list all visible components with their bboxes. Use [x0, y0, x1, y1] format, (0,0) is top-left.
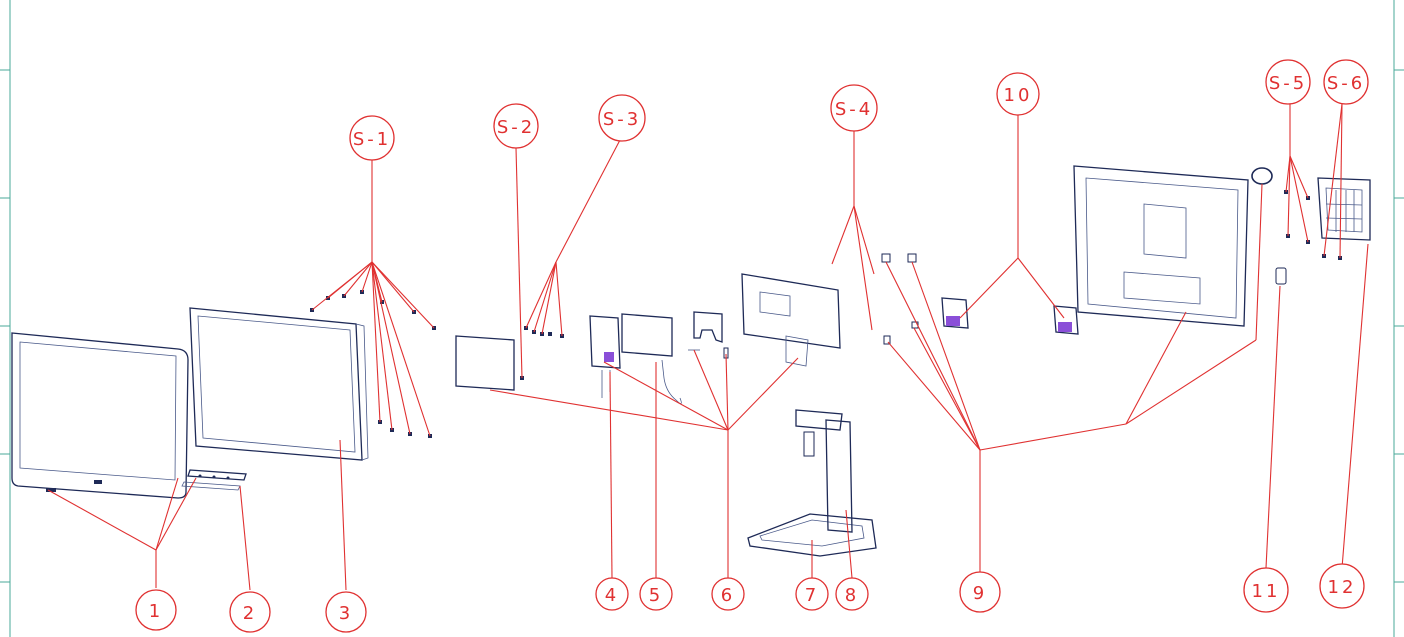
callout-s-6: S-6: [1323, 59, 1369, 105]
svg-text:S-6: S-6: [1327, 73, 1365, 94]
stand-part: [747, 409, 877, 557]
main-board-part: [621, 313, 682, 404]
s3-screws: [532, 330, 564, 338]
vesa-cover-part: [1317, 177, 1371, 241]
svg-text:8: 8: [845, 585, 859, 606]
callout-11: 11: [1243, 567, 1289, 613]
cable-clip-part: [1275, 267, 1287, 285]
callout-7: 7: [795, 577, 829, 611]
svg-text:2: 2: [243, 603, 257, 624]
svg-text:9: 9: [973, 583, 987, 604]
svg-text:11: 11: [1252, 581, 1281, 602]
interface-board-part: [589, 315, 621, 398]
leader-lines: [47, 103, 1369, 591]
svg-text:S-3: S-3: [603, 109, 641, 130]
svg-text:5: 5: [649, 585, 663, 606]
callout-s-4: S-4: [830, 84, 878, 132]
shield-plate-part: [455, 326, 528, 391]
small-brackets-part: [881, 253, 919, 345]
svg-text:3: 3: [339, 603, 353, 624]
svg-text:S-1: S-1: [353, 129, 391, 150]
svg-text:4: 4: [605, 585, 619, 606]
callout-2: 2: [229, 591, 271, 633]
lcd-panel-part: [189, 307, 369, 461]
callout-3: 3: [325, 591, 367, 633]
svg-text:7: 7: [805, 585, 819, 606]
svg-text:S-5: S-5: [1269, 73, 1307, 94]
callout-s-3: S-3: [598, 94, 646, 142]
callout-4: 4: [595, 577, 629, 611]
svg-text:10: 10: [1004, 85, 1033, 106]
callout-6: 6: [711, 577, 745, 611]
callout-10: 10: [996, 72, 1040, 116]
svg-text:6: 6: [721, 585, 735, 606]
callout-5: 5: [639, 577, 673, 611]
button-board-part: [181, 469, 247, 491]
callout-s-5: S-5: [1265, 59, 1311, 105]
power-board-part: [741, 273, 841, 367]
svg-text:1: 1: [149, 601, 163, 622]
speaker-pair-part: [941, 297, 1079, 335]
callout-s-2: S-2: [493, 103, 539, 149]
callout-1: 1: [135, 589, 177, 631]
svg-text:12: 12: [1328, 577, 1357, 598]
s1-screws: [310, 290, 436, 438]
callout-s-1: S-1: [349, 115, 395, 161]
callout-9: 9: [959, 571, 1001, 613]
callout-8: 8: [835, 577, 869, 611]
callout-12: 12: [1319, 563, 1365, 609]
svg-text:S-2: S-2: [497, 117, 535, 138]
logo-badge-part: [1251, 167, 1273, 185]
s5-s6-screws: [1284, 190, 1342, 260]
rear-cover-part: [1073, 165, 1249, 327]
front-bezel-part: [11, 332, 189, 499]
svg-text:S-4: S-4: [835, 99, 873, 120]
